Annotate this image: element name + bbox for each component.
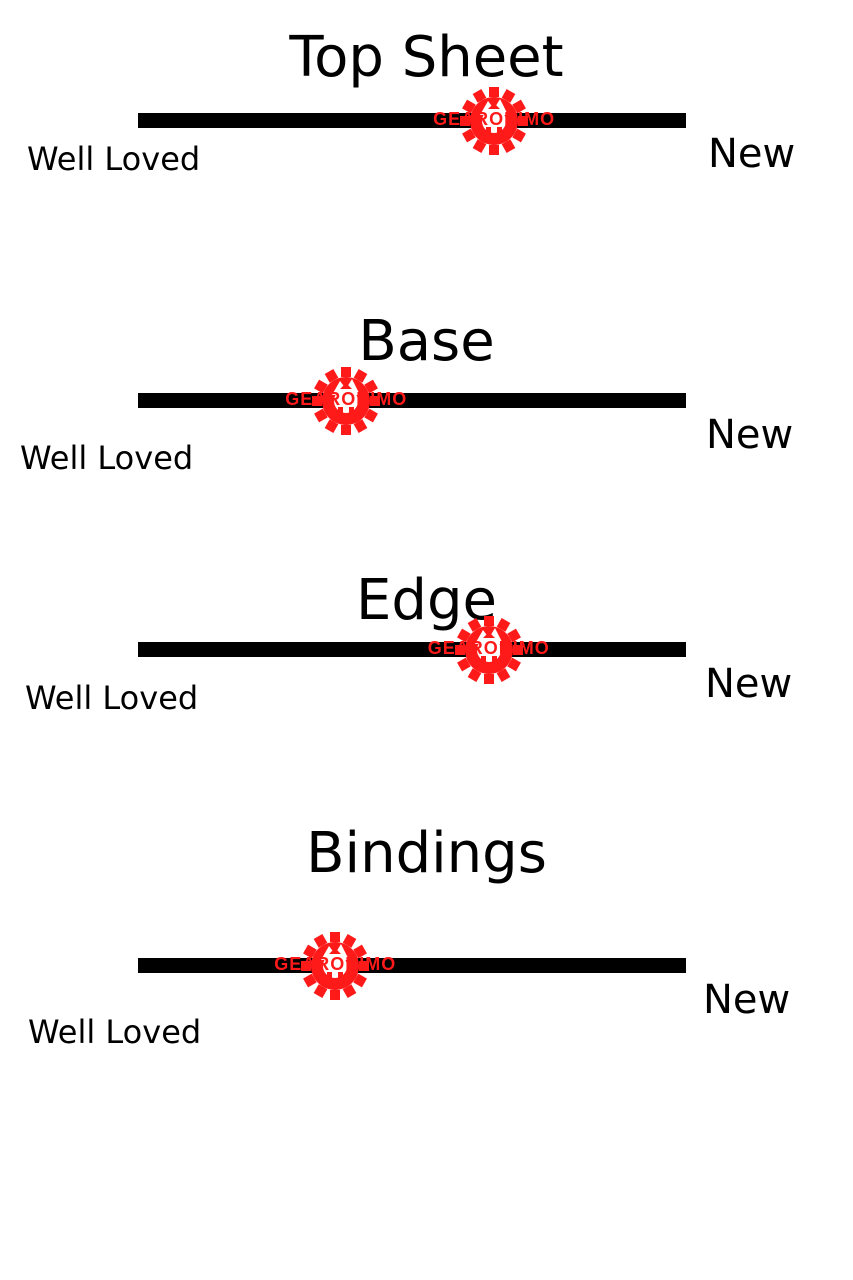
- scale-bar: [138, 393, 686, 408]
- brand-wordmark: GEARONIMO: [274, 953, 397, 974]
- scale-high-label: New: [706, 412, 794, 458]
- scale-bar: [138, 642, 686, 657]
- gear-mountain-logo-icon: [312, 366, 381, 435]
- scale-low-label: Well Loved: [28, 1013, 202, 1051]
- scale-high-label: New: [703, 977, 791, 1023]
- scale-bar: [138, 958, 686, 973]
- rating-marker: GEARONIMO: [265, 931, 405, 1001]
- brand-wordmark: GEARONIMO: [285, 388, 408, 409]
- gear-mountain-logo-icon: [301, 931, 370, 1000]
- scale-high-label: New: [708, 131, 796, 177]
- scale-low-label: Well Loved: [25, 679, 199, 717]
- scale-low-label: Well Loved: [27, 140, 201, 178]
- gear-mountain-logo-icon: [460, 86, 529, 155]
- rating-marker: GEARONIMO: [276, 366, 416, 436]
- rating-marker: GEARONIMO: [419, 615, 559, 685]
- brand-wordmark: GEARONIMO: [433, 108, 556, 129]
- scale-title: Top Sheet: [289, 25, 564, 90]
- rating-marker: GEARONIMO: [424, 86, 564, 156]
- scale-bar: [138, 113, 686, 128]
- gear-mountain-logo-icon: [454, 615, 523, 684]
- scale-low-label: Well Loved: [20, 439, 194, 477]
- scale-title: Bindings: [306, 821, 547, 886]
- brand-wordmark: GEARONIMO: [427, 637, 550, 658]
- scale-high-label: New: [705, 661, 793, 707]
- scale-title: Base: [358, 309, 495, 374]
